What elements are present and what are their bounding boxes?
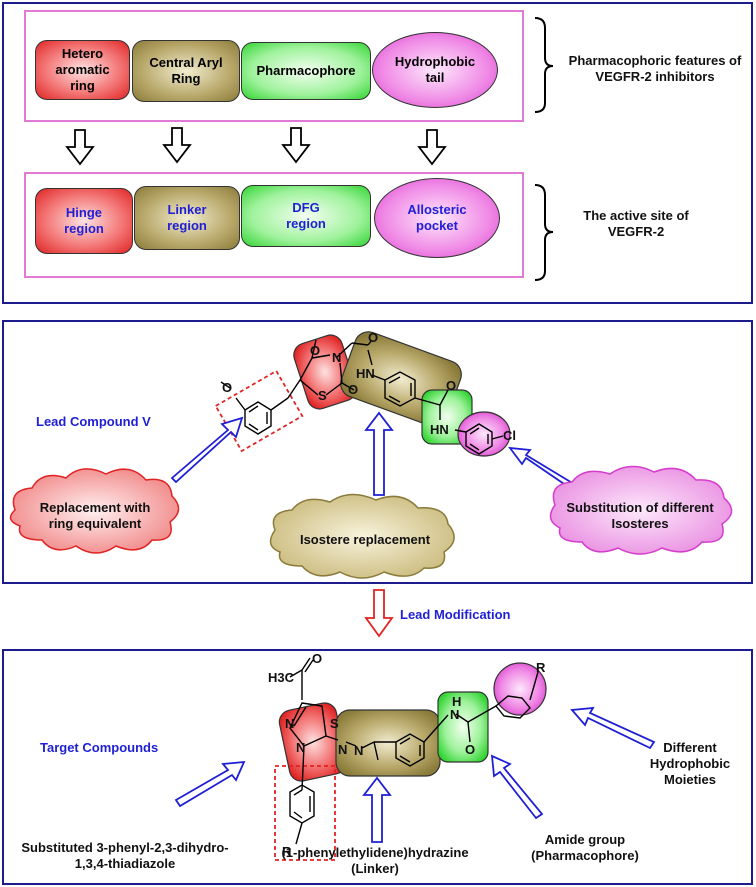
lead-compound-panel	[2, 320, 753, 584]
amide-caption: Amide group (Pharmacophore)	[531, 832, 639, 863]
linker-caption: (1-phenylethylidene)hydrazine (Linker)	[281, 845, 469, 876]
atom-s: S	[330, 716, 339, 731]
atom-azo-n1: N	[338, 742, 348, 757]
atom-cl: Cl	[503, 428, 516, 443]
cloud-mid-label: Isostere replacement	[299, 532, 431, 547]
hydrophobic-caption: Different Hydrophobic Moieties	[649, 740, 731, 787]
target-compounds-label: Target Compounds	[40, 740, 159, 755]
atom-methoxy-o: O	[222, 380, 233, 395]
lead-modification-arrow	[364, 589, 394, 638]
arrow-linker	[362, 776, 392, 843]
atom-acetyl-o: O	[312, 651, 323, 666]
thiadiazole-caption: Substituted 3-phenyl-2,3-dihydro- 1,3,4-…	[21, 840, 229, 871]
arrow-substitution	[508, 446, 576, 490]
hetero-aromatic-ring-box: Hetero aromatic ring	[35, 40, 130, 100]
down-arrow-1	[65, 129, 95, 166]
target-pink-fragment	[493, 662, 547, 716]
target-green-fragment	[437, 691, 489, 763]
pharmacophore-panel	[2, 2, 753, 304]
active-site-caption: The active site of VEGFR-2	[583, 208, 689, 239]
central-aryl-ring-box: Central Aryl Ring	[132, 40, 240, 102]
atom-r-bottom: R	[282, 844, 292, 859]
down-arrow-2	[162, 127, 192, 164]
down-arrows	[65, 127, 447, 166]
target-structure-bonds	[289, 657, 539, 845]
features-caption: Pharmacophoric features of VEGFR-2 inhib…	[568, 53, 742, 84]
active-site-frame	[24, 172, 524, 278]
atom-s: S	[318, 388, 327, 403]
brace-bottom	[534, 184, 554, 281]
atom-h3c: H3C	[268, 670, 295, 685]
lead-structure-bonds	[220, 339, 504, 455]
target-blue-arrows	[174, 706, 656, 843]
pharmacophore-box: Pharmacophore	[241, 42, 371, 100]
allosteric-pocket-ellipse: Allosteric pocket	[374, 178, 500, 258]
dfg-region-box: DFG region	[241, 185, 371, 247]
arrow-hydrophobic	[570, 706, 656, 750]
atom-hn1: HN	[356, 366, 375, 381]
hydrophobic-tail-ellipse: Hydrophobic tail	[372, 32, 498, 108]
atom-amide-n: N	[450, 707, 460, 722]
atom-n2: N	[296, 740, 306, 755]
down-arrow-3	[281, 127, 311, 164]
arrow-ring-replacement	[170, 416, 244, 484]
brace-top	[534, 17, 554, 113]
cloud-left-label: Replacement with ring equivalent	[39, 500, 151, 531]
lead-blue-arrows	[170, 411, 576, 496]
cloud-left	[9, 468, 180, 554]
arrow-isostere-replacement	[364, 411, 394, 496]
lead-compound-label: Lead Compound V	[36, 414, 151, 429]
atom-azo-n2: N	[354, 743, 364, 758]
lead-modification-label: Lead Modification	[400, 607, 511, 622]
atom-hn2: HN	[430, 422, 449, 437]
atom-h: H	[452, 694, 462, 709]
cloud-right-label: Substitution of different Isosteres	[566, 500, 714, 531]
atom-n1: N	[285, 716, 295, 731]
atom-o3: O	[368, 330, 379, 345]
arrow-amide	[490, 754, 544, 820]
atom-o4: O	[446, 378, 457, 393]
linker-region-box: Linker region	[134, 186, 240, 250]
target-dashed-ring-box	[274, 765, 336, 861]
cloud-mid	[269, 493, 455, 579]
atom-o2: O	[348, 382, 359, 397]
features-frame	[24, 10, 524, 122]
arrow-thiadiazole	[174, 760, 246, 808]
atom-amide-o: O	[465, 742, 476, 757]
atom-o1: O	[310, 343, 321, 358]
target-compounds-panel	[2, 649, 753, 885]
atom-r-top: R	[536, 660, 546, 675]
hinge-region-box: Hinge region	[35, 188, 133, 254]
atom-n: N	[332, 350, 342, 365]
cloud-right	[549, 465, 733, 555]
down-arrow-4	[417, 129, 447, 166]
